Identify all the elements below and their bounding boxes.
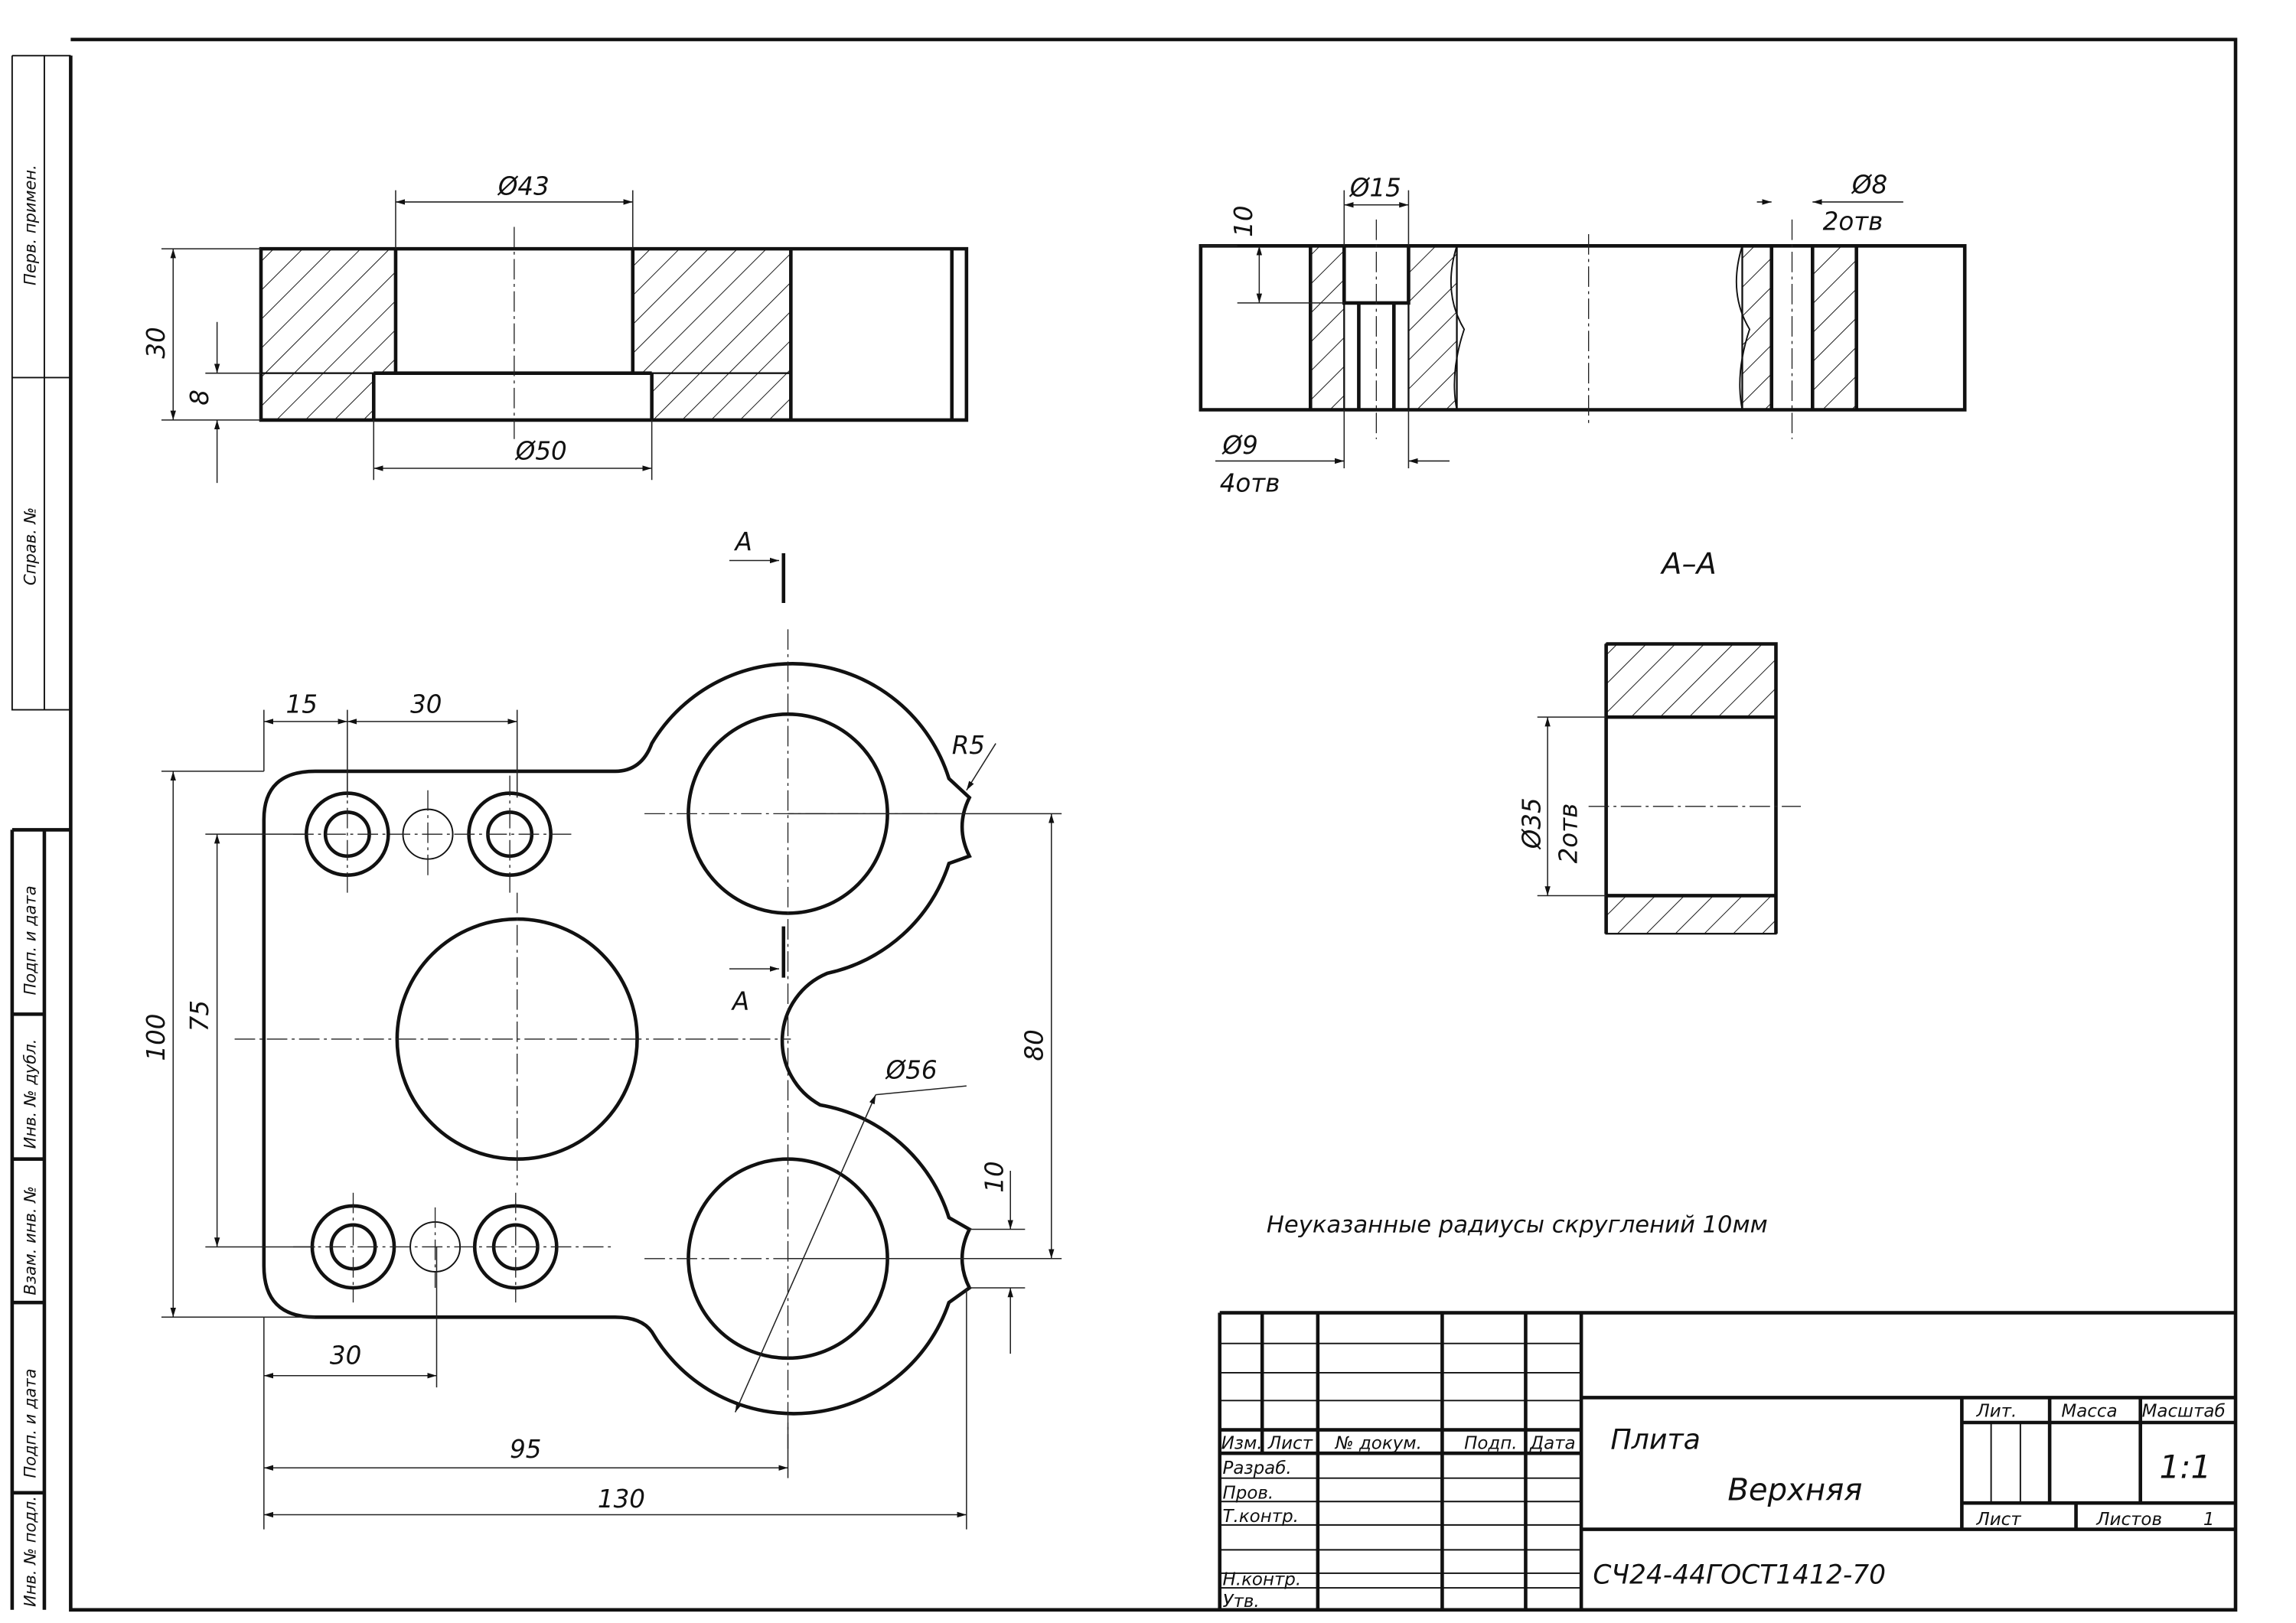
role-utv: Утв. — [1223, 1592, 1260, 1612]
part-name-line1: Плита — [1610, 1423, 1701, 1455]
strip-inv-dubl: Инв. № дубл. — [20, 1039, 39, 1149]
dim-8: 8 — [185, 389, 214, 406]
strip-vzam-inv: Взам. инв. № — [20, 1186, 39, 1295]
dim-d15: Ø15 — [1349, 173, 1401, 202]
dim-95: 95 — [510, 1435, 541, 1464]
strip-inv-podl: Инв. № подл. — [20, 1496, 39, 1607]
dim-d50: Ø50 — [514, 437, 567, 466]
strip-perv-primen: Перв. примен. — [20, 165, 39, 285]
strip-sprav-no: Справ. № — [20, 507, 39, 585]
header-doc-no: № докум. — [1334, 1433, 1422, 1453]
label-sheet: Лист — [1975, 1510, 2021, 1530]
header-podp: Подп. — [1464, 1433, 1517, 1453]
dim-30-bottom: 30 — [330, 1341, 361, 1370]
strip-podp-data-2: Подп. и дата — [20, 1368, 39, 1478]
dim-d43: Ø43 — [497, 171, 550, 200]
dim-d9-count: 4отв — [1220, 469, 1280, 498]
dim-d8-count: 2отв — [1823, 207, 1883, 236]
role-prov: Пров. — [1223, 1483, 1274, 1503]
part-name-line2: Верхняя — [1727, 1472, 1862, 1507]
side-section-view: Ø15 10 Ø8 2отв Ø9 4отв — [1199, 170, 1967, 498]
side-strip-labels: Перв. примен. Справ. № Подп. и дата Инв.… — [20, 165, 39, 1607]
dim-10-notch: 10 — [980, 1161, 1009, 1192]
dim-75: 75 — [185, 1000, 214, 1031]
section-a-a: А–А Ø35 2отв — [1518, 547, 1801, 935]
scale-value: 1:1 — [2160, 1449, 2212, 1486]
role-razrab: Разраб. — [1223, 1458, 1292, 1478]
header-izm: Изм. — [1221, 1433, 1263, 1453]
title-block: Изм. Лист № докум. Подп. Дата Разраб. Пр… — [1218, 1311, 2236, 1612]
section-title: А–А — [1659, 547, 1716, 582]
material-designation: СЧ24-44ГОСТ1412-70 — [1593, 1559, 1886, 1590]
dim-d35-count: 2отв — [1554, 803, 1583, 864]
dim-d8: Ø8 — [1851, 170, 1887, 199]
front-section-view: Ø43 Ø50 30 8 — [142, 171, 969, 484]
label-masshtab: Масштаб — [2142, 1401, 2226, 1421]
label-sheets: Листов — [2095, 1510, 2162, 1530]
dim-130: 130 — [598, 1484, 645, 1514]
dim-d9: Ø9 — [1221, 431, 1258, 460]
sheet-frame — [10, 37, 2238, 1612]
note-fillet-radii: Неуказанные радиусы скруглений 10мм — [1267, 1211, 1768, 1238]
sheets-value: 1 — [2203, 1510, 2215, 1530]
cut-a-bottom: А — [731, 987, 749, 1016]
dim-d56: Ø56 — [885, 1056, 938, 1085]
label-massa: Масса — [2061, 1401, 2117, 1421]
plan-view: А А 15 30 100 75 80 10 30 95 130 Ø56 R5 — [142, 527, 1062, 1530]
dim-30-top: 30 — [410, 689, 442, 719]
role-n-kontr: Н.контр. — [1223, 1569, 1302, 1589]
role-t-kontr: Т.контр. — [1223, 1507, 1299, 1527]
dim-10: 10 — [1229, 205, 1258, 236]
dim-100: 100 — [142, 1014, 171, 1061]
label-lit: Лит. — [1975, 1401, 2017, 1421]
strip-podp-data-1: Подп. и дата — [20, 885, 39, 995]
dim-15: 15 — [286, 689, 318, 719]
cut-a-top: А — [734, 527, 752, 556]
header-list: Лист — [1267, 1433, 1313, 1453]
dim-d35: Ø35 — [1518, 797, 1547, 850]
header-data: Дата — [1529, 1433, 1575, 1453]
dim-80: 80 — [1019, 1029, 1049, 1061]
dim-30: 30 — [142, 327, 171, 358]
dim-r5: R5 — [952, 731, 985, 760]
